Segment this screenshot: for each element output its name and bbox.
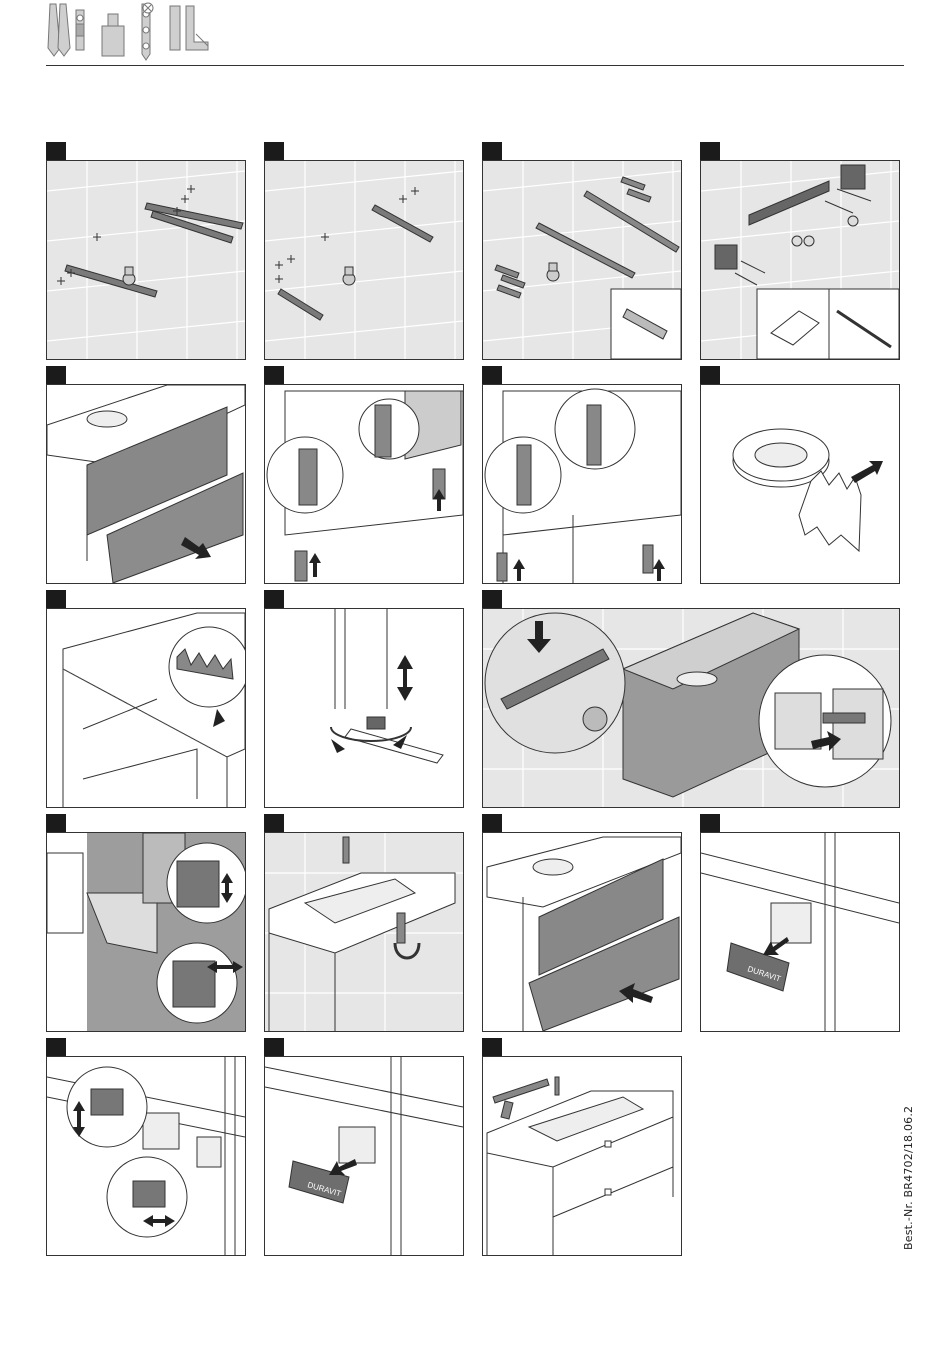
step-number-badge [264,142,284,160]
step-9 [46,590,246,810]
step-number-badge [482,590,502,608]
step-illustration [46,608,246,808]
step-number-badge [700,366,720,384]
step-illustration [46,160,246,360]
step-number-badge [264,1038,284,1056]
screw-detail-inset [829,289,899,359]
header-rule [46,65,904,66]
step-number-badge [264,590,284,608]
wrench-icon [170,6,208,50]
step-number-badge [700,814,720,832]
step-illustration [264,384,464,584]
step-illustration [264,160,464,360]
step-18 [482,1038,682,1258]
step-7 [482,366,682,586]
step-number-badge [46,142,66,160]
step-5 [46,366,246,586]
step-illustration [264,832,464,1032]
step-illustration [46,1056,246,1256]
step-number-badge [46,1038,66,1056]
page-header [46,0,904,66]
step-illustration [482,384,682,584]
direction-arrow [851,461,883,483]
step-number-badge [264,366,284,384]
step-6 [264,366,464,586]
step-illustration [46,832,246,1032]
step-number-badge [482,142,502,160]
pencil-icon [142,3,153,60]
step-number-badge [482,366,502,384]
step-illustration [482,1056,682,1256]
step-17: DURAVIT [264,1038,464,1258]
step-illustration: DURAVIT [264,1056,464,1256]
step-illustration [700,384,900,584]
water-valve [123,267,135,285]
step-number-badge [46,590,66,608]
step-16 [46,1038,246,1258]
step-15: DURAVIT [700,814,900,1034]
step-8 [700,366,900,586]
step-4 [700,142,900,362]
finished-vanity [487,1091,673,1255]
step-illustration: DURAVIT [700,832,900,1032]
step-1 [46,142,246,362]
step-2 [264,142,464,362]
step-illustration [46,384,246,584]
step-number-badge [46,814,66,832]
drill-icon [76,10,84,50]
step-number-badge [264,814,284,832]
step-number-badge [700,142,720,160]
leg-adjustment [331,609,443,763]
step-11 [482,590,900,810]
step-illustration [482,608,900,808]
order-number: Best.-Nr. BR4702/18.06.2 [902,1106,915,1250]
step-3 [482,142,682,362]
step-illustration [482,832,682,1032]
step-number-badge [46,366,66,384]
step-illustration [264,608,464,808]
step-number-badge [482,1038,502,1056]
step-illustration [700,160,900,360]
step-illustration [482,160,682,360]
spirit-level-icon [102,14,124,56]
step-10 [264,590,464,810]
step-12 [46,814,246,1034]
step-number-badge [482,814,502,832]
tool-icons [46,0,246,62]
screwdriver-icon [48,4,70,56]
vanity-unit [47,385,245,583]
step-14 [482,814,682,1034]
seal-strip-roll [733,429,861,551]
brand-badge: DURAVIT [727,943,789,991]
step-13 [264,814,464,1034]
